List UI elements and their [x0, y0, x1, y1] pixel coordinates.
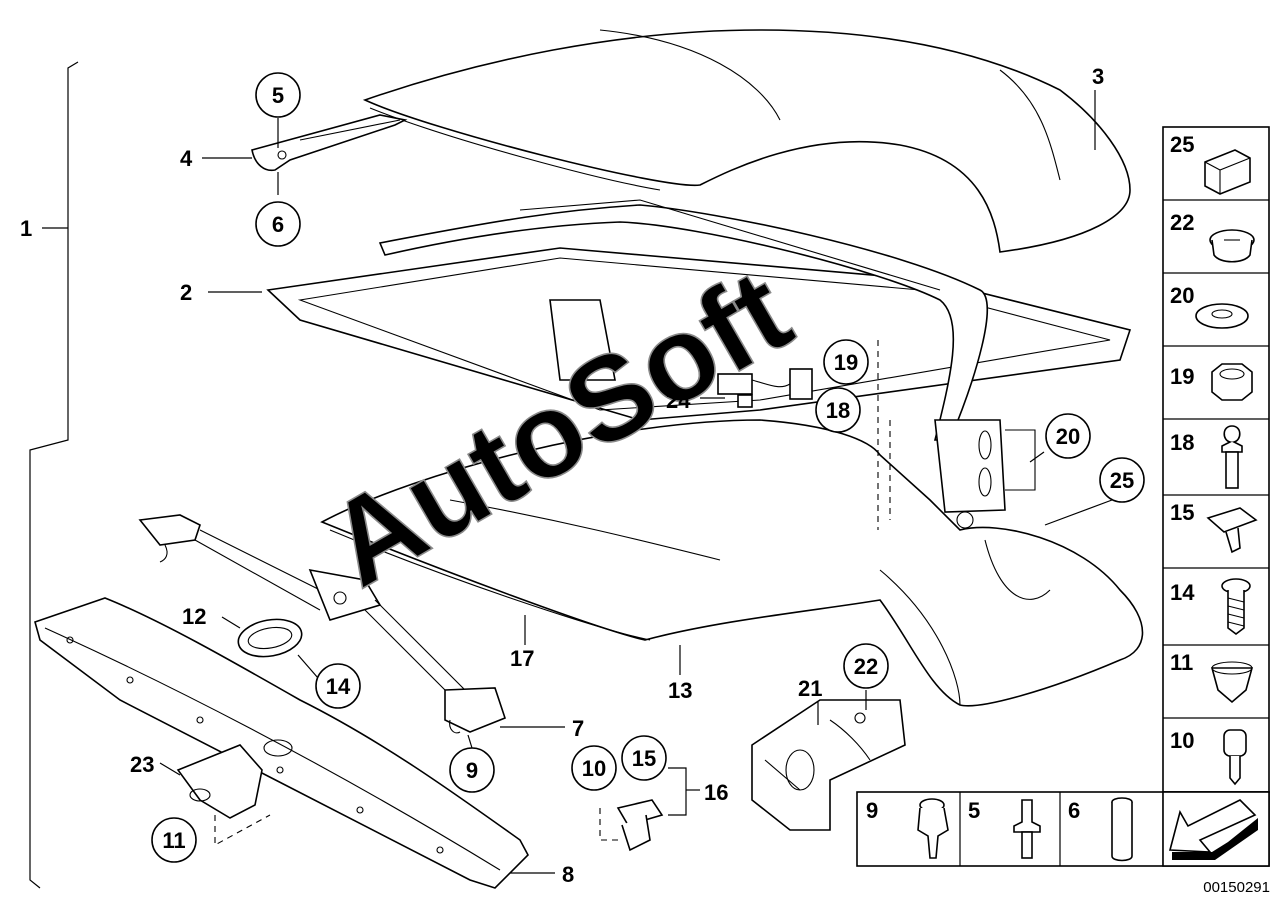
tonneau-cover [320, 340, 1144, 707]
pin-icon [1013, 799, 1041, 833]
label-14: 14 [326, 674, 351, 699]
mounting-bracket [751, 699, 906, 831]
trim-panel [34, 597, 529, 889]
label-9: 9 [466, 758, 478, 783]
item-labels: 1 2 3 4 7 8 12 13 16 17 21 23 24 [20, 64, 1104, 887]
circled-labels: 5 6 19 18 20 25 14 22 9 10 15 11 [151, 72, 1145, 863]
assembly-bracket [29, 61, 79, 889]
oval-grommet [237, 618, 303, 658]
label-23: 23 [130, 752, 154, 777]
leader-lines [159, 90, 1113, 874]
cable-linkage [138, 514, 506, 734]
column-label-25: 25 [1170, 132, 1194, 157]
label-3: 3 [1092, 64, 1104, 89]
label-24: 24 [666, 388, 691, 413]
label-5: 5 [272, 83, 284, 108]
row-label-9: 9 [866, 798, 878, 823]
label-10: 10 [582, 756, 606, 781]
hinge-strap [251, 114, 408, 172]
label-19: 19 [834, 350, 858, 375]
label-18: 18 [826, 398, 850, 423]
label-13: 13 [668, 678, 692, 703]
label-20: 20 [1056, 424, 1080, 449]
column-label-19: 19 [1170, 364, 1194, 389]
parts-column: 25 22 20 19 18 15 14 11 10 [1162, 126, 1270, 793]
label-4: 4 [180, 146, 193, 171]
clip-icon [1204, 149, 1251, 195]
column-label-15: 15 [1170, 500, 1194, 525]
label-16: 16 [704, 780, 728, 805]
push-rivet-icon [1221, 425, 1243, 453]
clip-assembly [599, 799, 664, 852]
label-11: 11 [162, 828, 185, 853]
row-label-5: 5 [968, 798, 980, 823]
label-2: 2 [180, 280, 192, 305]
label-12: 12 [182, 604, 206, 629]
row-label-6: 6 [1068, 798, 1080, 823]
label-7: 7 [572, 716, 584, 741]
column-label-14: 14 [1170, 580, 1195, 605]
grommet-icon [1195, 303, 1249, 329]
document-number: 00150291 [1203, 879, 1270, 896]
nut-icon [1211, 363, 1253, 401]
label-25: 25 [1110, 468, 1134, 493]
column-label-10: 10 [1170, 728, 1194, 753]
capped-screw-icon [1223, 729, 1247, 757]
column-label-22: 22 [1170, 210, 1194, 235]
label-15: 15 [632, 746, 656, 771]
label-1: 1 [20, 216, 32, 241]
label-6: 6 [272, 212, 284, 237]
column-label-20: 20 [1170, 283, 1194, 308]
label-22: 22 [854, 654, 878, 679]
label-21: 21 [798, 676, 822, 701]
square-clip-icon [1206, 507, 1258, 533]
soft-top-cover [362, 29, 1131, 253]
expansion-clip-icon [1210, 667, 1254, 704]
top-frame [266, 199, 1132, 529]
label-8: 8 [562, 862, 574, 887]
label-17: 17 [510, 646, 534, 671]
column-label-18: 18 [1170, 430, 1194, 455]
direction-arrow [1162, 791, 1270, 867]
column-label-11: 11 [1170, 650, 1193, 675]
cover-piece [176, 744, 271, 846]
micro-switch [717, 368, 813, 408]
